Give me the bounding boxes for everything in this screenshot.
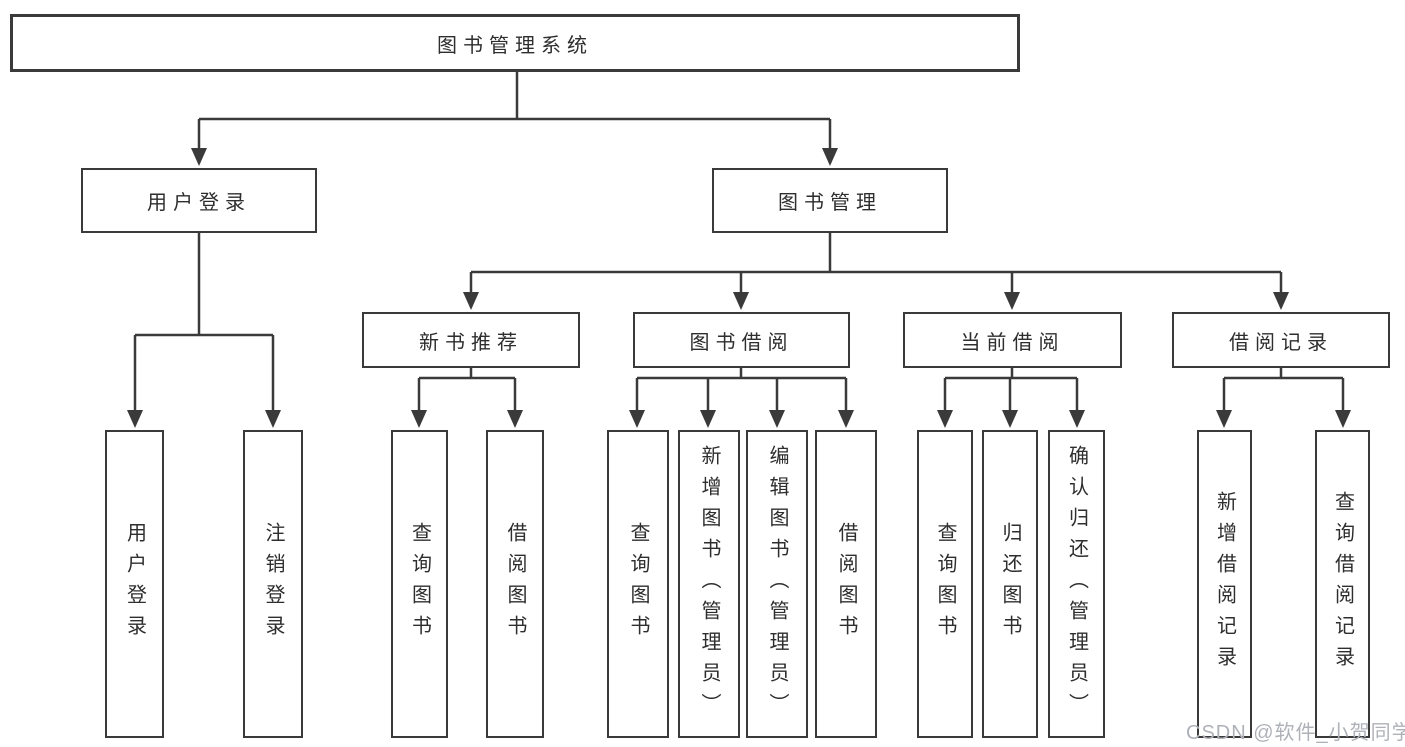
arrowhead [838, 410, 854, 428]
arrowhead [463, 292, 479, 310]
leaf-label: 查询图书 [934, 522, 956, 646]
node-borrow-records: 借阅记录 [1172, 312, 1390, 368]
arrowhead [937, 410, 953, 428]
arrowhead [191, 148, 207, 166]
leaf-add-books-admin: 新增图书（管理员） [678, 430, 740, 738]
leaf-return-books: 归还图书 [982, 430, 1038, 738]
leaf-add-borrow-record: 新增借阅记录 [1197, 430, 1252, 738]
node-book-borrow: 图书借阅 [633, 312, 850, 368]
node-book-management: 图书管理 [712, 168, 948, 233]
leaf-label: 新增借阅记录 [1213, 491, 1236, 677]
arrowhead [700, 410, 716, 428]
node-label: 图书管理系统 [437, 34, 593, 57]
arrowhead [629, 410, 645, 428]
leaf-label: 新增图书（管理员） [698, 444, 720, 724]
arrowhead [411, 410, 427, 428]
leaf-label: 确认归还（管理员） [1065, 444, 1088, 724]
leaf-confirm-return-admin: 确认归还（管理员） [1048, 430, 1105, 738]
leaf-borrow-books: 借阅图书 [815, 430, 877, 738]
node-new-book-recommend: 新书推荐 [362, 312, 580, 368]
leaf-recommend-borrow-books: 借阅图书 [486, 430, 544, 738]
leaf-logout: 注销登录 [243, 430, 303, 738]
connector-path [133, 72, 1345, 411]
leaf-label: 查询借阅记录 [1331, 491, 1354, 677]
arrowhead [1216, 410, 1232, 428]
arrowhead [265, 410, 281, 428]
leaf-label: 查询图书 [627, 522, 649, 646]
arrowhead [1004, 292, 1020, 310]
leaf-label: 查询图书 [408, 522, 431, 646]
node-label: 用户登录 [147, 192, 251, 214]
node-label: 图书借阅 [689, 331, 794, 354]
arrowhead [822, 148, 838, 166]
leaf-edit-books-admin: 编辑图书（管理员） [746, 430, 808, 738]
node-label: 当前借阅 [960, 331, 1065, 354]
leaf-borrow-query-books: 查询图书 [607, 430, 669, 738]
arrowhead [1335, 410, 1351, 428]
node-label: 新书推荐 [419, 331, 523, 354]
arrowhead [1273, 292, 1289, 310]
arrowhead [733, 292, 749, 310]
node-current-borrow: 当前借阅 [903, 312, 1122, 368]
csdn-watermark: CSDN @软件_小贺同学 [1186, 722, 1405, 744]
arrowhead [769, 410, 785, 428]
node-label: 借阅记录 [1229, 331, 1333, 354]
arrowhead [1002, 410, 1018, 428]
arrowhead [1069, 410, 1085, 428]
leaf-label: 借阅图书 [835, 522, 857, 646]
leaf-label: 注销登录 [262, 522, 284, 646]
node-label: 图书管理 [778, 192, 882, 214]
arrowhead [127, 410, 143, 428]
node-root: 图书管理系统 [10, 14, 1020, 72]
leaf-recommend-query-books: 查询图书 [391, 430, 448, 738]
node-user-login: 用户登录 [81, 168, 317, 233]
leaf-label: 归还图书 [999, 522, 1021, 646]
leaf-label: 借阅图书 [504, 522, 526, 646]
leaf-user-login: 用户登录 [105, 430, 164, 738]
leaf-label: 用户登录 [123, 522, 146, 646]
arrowhead [507, 410, 523, 428]
leaf-label: 编辑图书（管理员） [766, 444, 788, 724]
leaf-query-borrow-record: 查询借阅记录 [1315, 430, 1370, 738]
leaf-current-query-books: 查询图书 [917, 430, 973, 738]
